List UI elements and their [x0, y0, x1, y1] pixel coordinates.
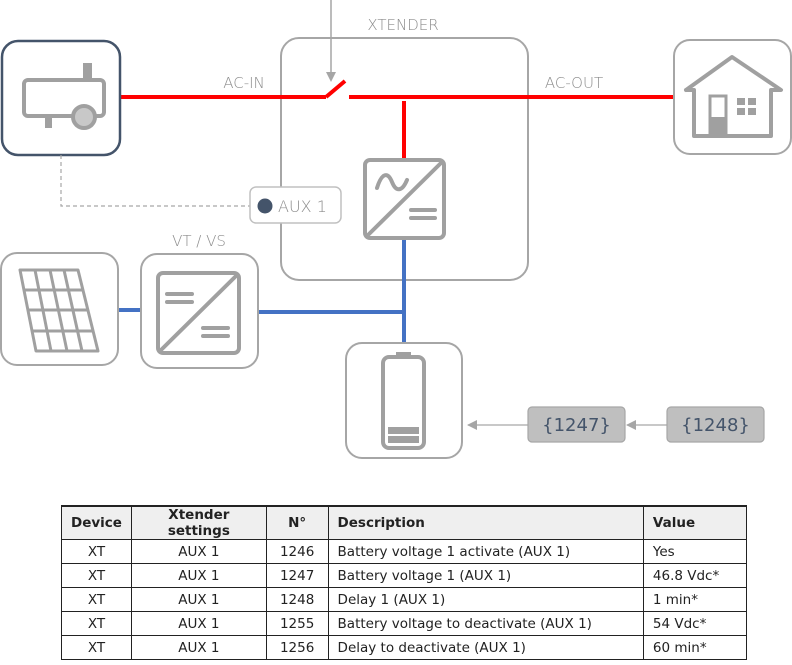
table-row: XT AUX 1 1247 Battery voltage 1 (AUX 1) …: [61, 563, 748, 588]
cell-value: 60 min*: [642, 635, 748, 660]
cell-value: Yes: [642, 539, 748, 564]
generator-box: [0, 39, 122, 157]
cell-device: XT: [61, 635, 132, 660]
cell-description: Delay to deactivate (AUX 1): [327, 635, 644, 660]
header-number: N°: [265, 505, 329, 540]
cell-value: 46.8 Vdc*: [642, 563, 748, 588]
cell-number: 1248: [265, 587, 329, 612]
table-row: XT AUX 1 1255 Battery voltage to deactiv…: [61, 611, 748, 636]
dc-dc-converter-icon: [156, 271, 241, 355]
header-xtender-settings: Xtender settings: [130, 505, 267, 540]
table-row: XT AUX 1 1256 Delay to deactivate (AUX 1…: [61, 635, 748, 660]
house-icon: [684, 55, 783, 138]
header-description: Description: [327, 505, 644, 540]
param-box-1248: {1248}: [666, 406, 765, 443]
table-row: XT AUX 1 1248 Delay 1 (AUX 1) 1 min*: [61, 587, 748, 612]
cell-device: XT: [61, 587, 132, 612]
param-1248-label: {1248}: [681, 415, 750, 436]
aux1-badge: AUX 1: [249, 186, 342, 224]
table-header-row: Device Xtender settings N° Description V…: [61, 505, 748, 540]
cell-device: XT: [61, 611, 132, 636]
cell-number: 1255: [265, 611, 329, 636]
transfer-switch-icon: [324, 79, 347, 99]
header-value: Value: [642, 505, 748, 540]
cell-description: Delay 1 (AUX 1): [327, 587, 644, 612]
vt-vs-label: VT / VS: [172, 232, 226, 250]
battery-icon: [381, 352, 426, 450]
cell-number: 1256: [265, 635, 329, 660]
cell-device: XT: [61, 563, 132, 588]
house-box: [673, 39, 792, 155]
cell-value: 54 Vdc*: [642, 611, 748, 636]
ac-out-label: AC-OUT: [545, 74, 603, 92]
cell-description: Battery voltage 1 (AUX 1): [327, 563, 644, 588]
solar-panel-icon: [18, 268, 100, 353]
cell-setting: AUX 1: [130, 611, 267, 636]
system-diagram: XTENDER AC-IN AC-OUT AUX 1: [0, 0, 792, 459]
battery-box: [345, 342, 463, 459]
aux1-label: AUX 1: [278, 197, 327, 216]
solar-box: [0, 252, 119, 366]
header-device: Device: [61, 505, 132, 540]
generator-icon: [22, 63, 106, 130]
cell-setting: AUX 1: [130, 539, 267, 564]
ac-dc-inverter-icon: [363, 158, 446, 240]
ac-in-label: AC-IN: [223, 74, 265, 92]
cell-number: 1247: [265, 563, 329, 588]
xtender-label: XTENDER: [367, 16, 438, 34]
cell-description: Battery voltage 1 activate (AUX 1): [327, 539, 644, 564]
table-row: XT AUX 1 1246 Battery voltage 1 activate…: [61, 539, 748, 564]
control-arrow-head: [326, 72, 336, 82]
cell-setting: AUX 1: [130, 635, 267, 660]
aux-status-dot: [257, 198, 273, 214]
cell-device: XT: [61, 539, 132, 564]
vt-vs-box: [140, 253, 259, 369]
cell-setting: AUX 1: [130, 563, 267, 588]
cell-description: Battery voltage to deactivate (AUX 1): [327, 611, 644, 636]
param-1247-label: {1247}: [542, 415, 611, 436]
settings-table: Device Xtender settings N° Description V…: [61, 505, 748, 660]
param-box-1247: {1247}: [527, 406, 626, 443]
cell-number: 1246: [265, 539, 329, 564]
aux-control-dashed-line: [60, 155, 250, 207]
cell-setting: AUX 1: [130, 587, 267, 612]
cell-value: 1 min*: [642, 587, 748, 612]
